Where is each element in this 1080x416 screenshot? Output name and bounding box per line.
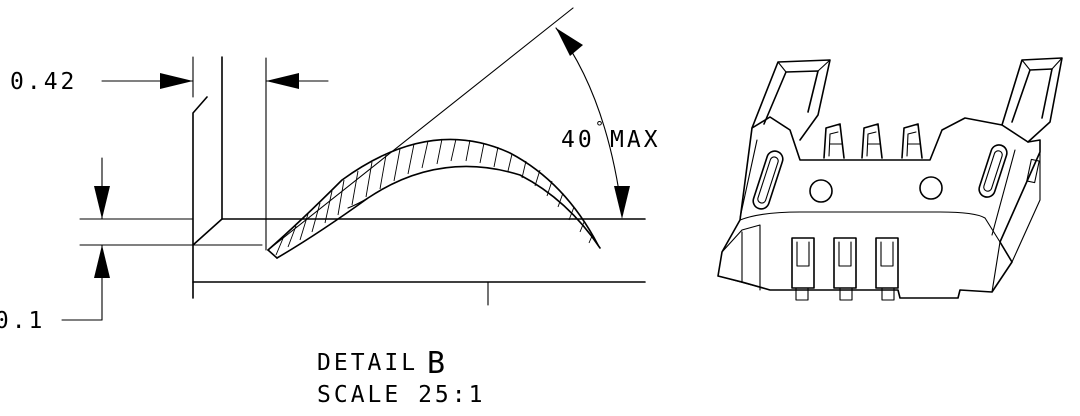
spring-contact (267, 138, 601, 259)
section-hatching (275, 138, 593, 256)
housing-outline (192, 56, 646, 306)
bottom-contact-row (791, 237, 899, 301)
angle-degree-mark: ° (595, 118, 607, 136)
thickness-value: 0.42 (10, 69, 77, 95)
connector-body (717, 116, 1041, 299)
thickness-dimension: 0.42 (10, 56, 329, 251)
detail-caption: DETAIL B SCALE 25:1 (317, 346, 485, 408)
connector-isometric-view (717, 57, 1063, 301)
offset-value: ±0.1 (0, 308, 45, 334)
left-latch-arm (751, 59, 831, 141)
offset-dimension: ±0.1 (0, 157, 194, 334)
angle-dimension: 40 ° MAX (267, 7, 661, 251)
detail-letter: B (427, 346, 446, 381)
detail-b-view: 40 ° MAX 0.42 (0, 7, 661, 408)
angle-value: 40 (561, 127, 595, 153)
top-contact-row (823, 123, 923, 159)
right-latch-arm (1001, 57, 1063, 143)
body-features (752, 144, 1008, 210)
angle-max-label: MAX (610, 127, 661, 153)
detail-label: DETAIL (317, 350, 418, 376)
scale-label: SCALE 25:1 (317, 382, 485, 408)
